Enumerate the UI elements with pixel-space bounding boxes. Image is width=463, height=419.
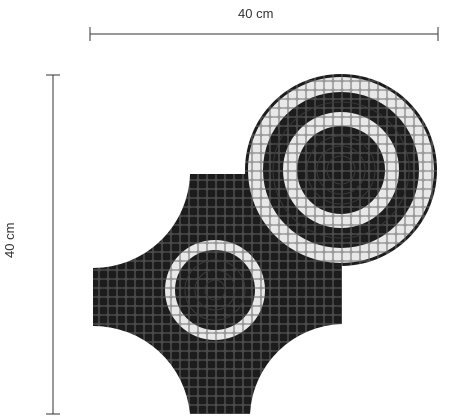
upper-medallion [245, 74, 437, 266]
lower-ring-motif [165, 240, 265, 340]
width-dimension-line [89, 27, 439, 41]
width-dimension-label: 40 cm [238, 6, 274, 21]
height-dimension-line [46, 74, 60, 415]
